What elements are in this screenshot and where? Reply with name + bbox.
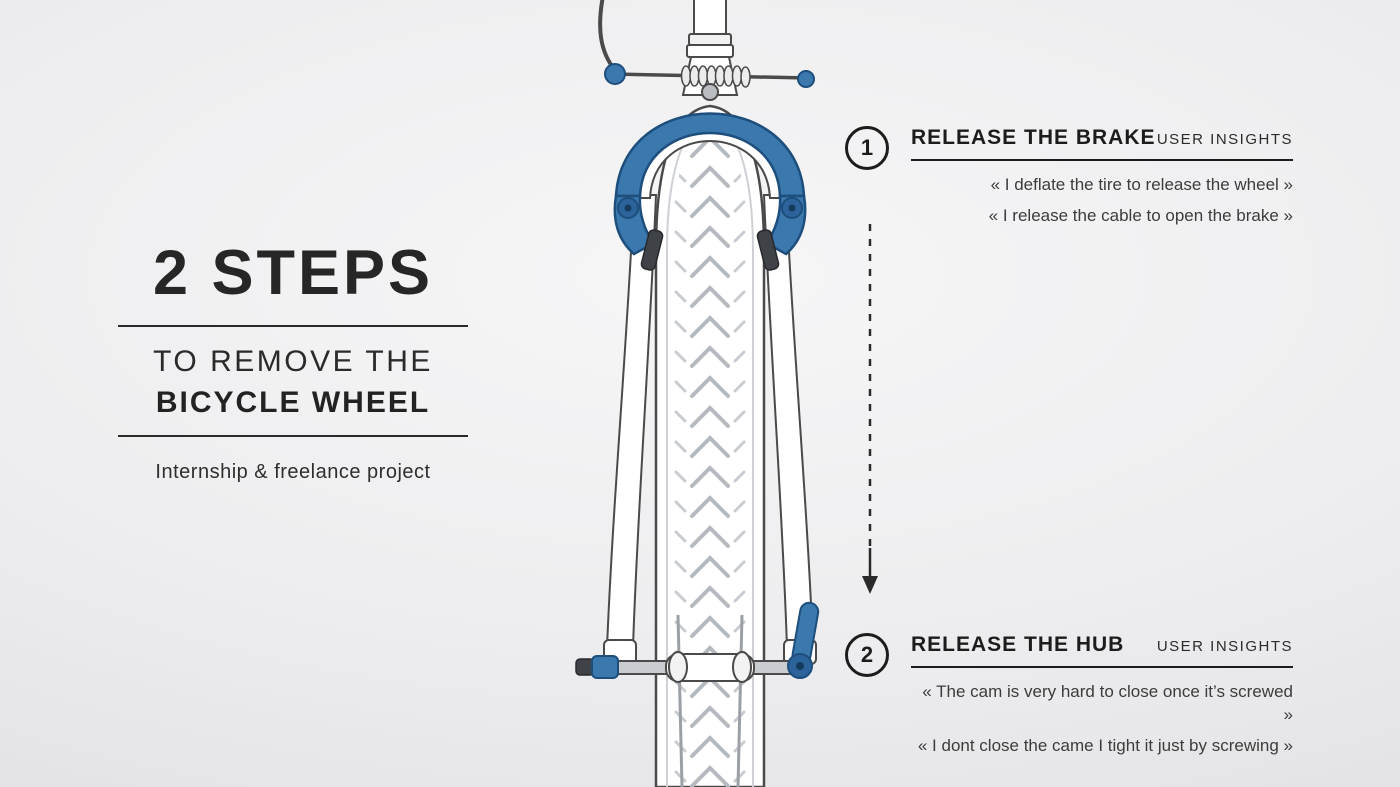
fork-blade-left [605, 194, 658, 649]
fork [603, 194, 817, 665]
divider-top [118, 325, 468, 327]
qr-adjusting-nut [591, 655, 619, 679]
title-block: 2 STEPS TO REMOVE THE BICYCLE WHEEL Inte… [118, 242, 468, 484]
step-2-title: RELEASE THE HUB [911, 633, 1125, 656]
brake-pad-right [756, 229, 780, 271]
steerer-tube [681, 0, 739, 96]
brake-pad-left [640, 229, 664, 271]
brake-caliper [598, 0, 815, 271]
step-2-user-insights-label: USER INSIGHTS [1156, 638, 1293, 655]
subtitle-line-1: TO REMOVE THE [153, 345, 433, 378]
qr-end-cap [575, 658, 595, 676]
divider-bottom [118, 435, 468, 437]
project-caption: Internship & freelance project [155, 461, 431, 483]
brake-spring-coil [680, 65, 751, 88]
tire-tread-pattern [672, 122, 748, 787]
fork-crown [626, 125, 794, 199]
page-title: 2 STEPS [152, 238, 434, 308]
dropout-right [783, 639, 817, 665]
user-quote: « I dont close the came I tight it just … [917, 735, 1293, 755]
step-2-number: 2 [860, 642, 874, 667]
hub-group [575, 601, 820, 683]
user-quote: « I release the cable to open the brake … [988, 205, 1293, 225]
step-1: 1 RELEASE THE BRAKE USER INSIGHTS « I de… [845, 126, 1293, 228]
user-quote: « The cam is very hard to close once it’… [922, 682, 1293, 724]
hub-flange-left [668, 651, 688, 683]
axle [591, 660, 799, 675]
arrowhead-icon [862, 576, 878, 594]
step-2-header: RELEASE THE HUB USER INSIGHTS [911, 633, 1293, 668]
rim [676, 614, 744, 787]
step-1-body: RELEASE THE BRAKE USER INSIGHTS « I defl… [911, 126, 1293, 228]
dropout-left [603, 639, 637, 665]
step-1-title: RELEASE THE BRAKE [911, 126, 1156, 149]
subtitle-line-2: BICYCLE WHEEL [155, 386, 431, 419]
hub-shell [665, 653, 755, 682]
step-2-number-badge: 2 [845, 633, 889, 677]
step-1-header: RELEASE THE BRAKE USER INSIGHTS [911, 126, 1293, 161]
step-2: 2 RELEASE THE HUB USER INSIGHTS « The ca… [845, 633, 1293, 758]
cable-hanger [604, 63, 626, 85]
fork-blade-right [762, 194, 815, 649]
cable-anchor [797, 70, 815, 88]
step-2-body: RELEASE THE HUB USER INSIGHTS « The cam … [911, 633, 1293, 758]
brake-cable [598, 0, 617, 72]
brake-center-bolt [701, 83, 719, 101]
step-1-number: 1 [860, 135, 874, 160]
step-1-user-insights-label: USER INSIGHTS [1156, 131, 1293, 148]
step-1-number-badge: 1 [845, 126, 889, 170]
hub-flange-right [732, 651, 752, 683]
tire [654, 104, 766, 787]
quick-release-lever [787, 601, 820, 679]
flow-arrow [862, 224, 878, 594]
user-quote: « I deflate the tire to release the whee… [990, 175, 1293, 194]
